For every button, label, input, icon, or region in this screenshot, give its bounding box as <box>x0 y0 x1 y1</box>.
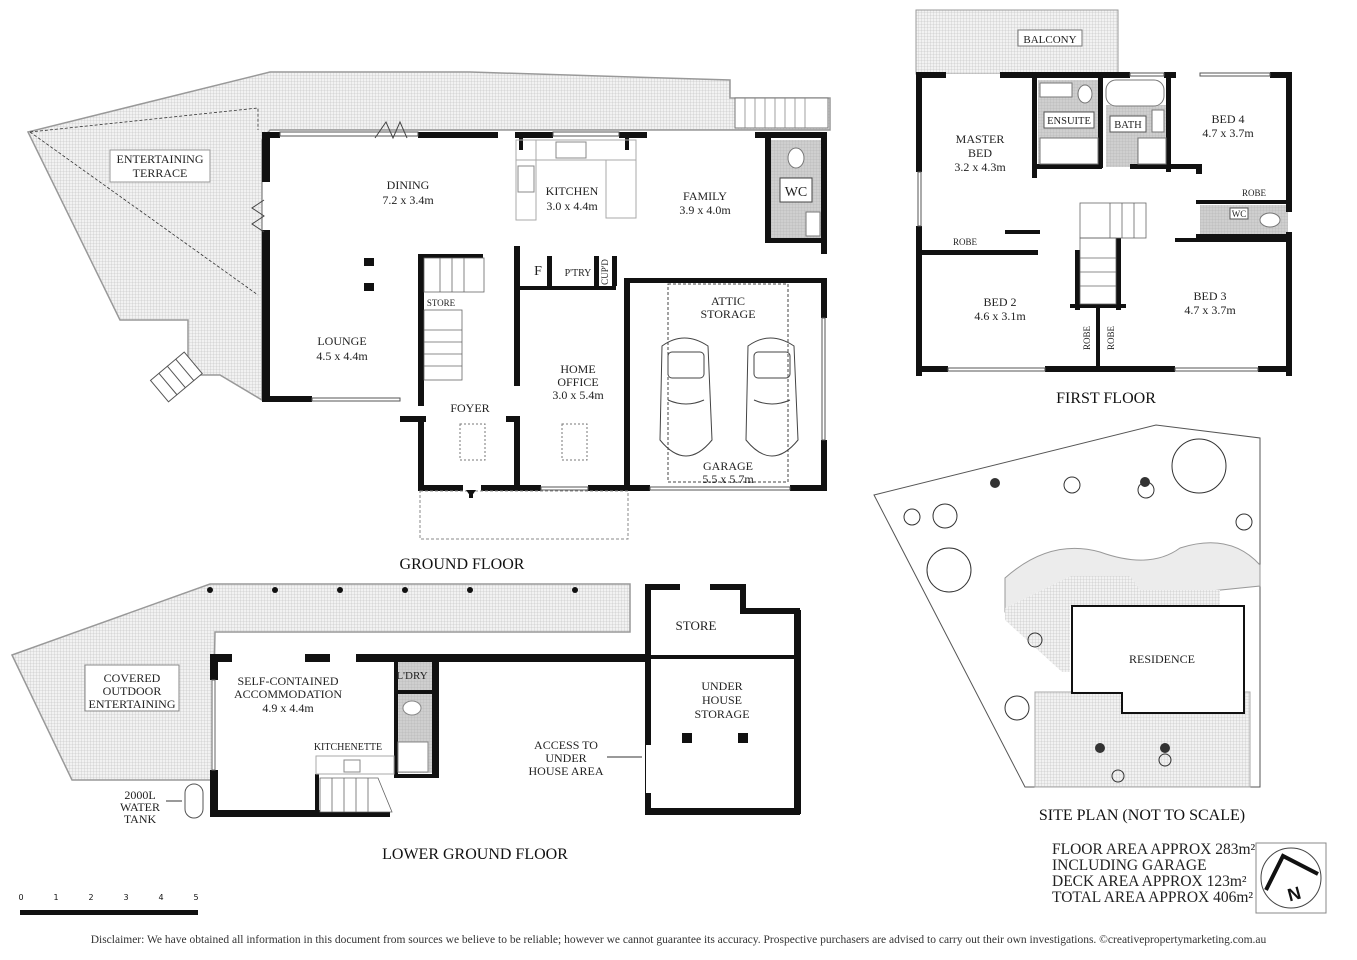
floor-area: FLOOR AREA APPROX 283m² <box>1052 841 1256 858</box>
disclaimer: Disclaimer: We have obtained all informa… <box>90 934 1267 946</box>
robe-label: ROBE <box>1242 188 1267 198</box>
kitchen-label: KITCHEN <box>546 184 599 198</box>
robe-label: ROBE <box>1106 326 1116 351</box>
water-tank-label: 2000L <box>124 788 155 802</box>
svg-text:HOUSE: HOUSE <box>702 693 742 707</box>
master-bed-label: MASTER <box>956 132 1005 146</box>
svg-text:HOUSE AREA: HOUSE AREA <box>528 764 603 778</box>
svg-text:4.6 x 3.1m: 4.6 x 3.1m <box>974 309 1026 323</box>
lounge-label: LOUNGE <box>317 334 366 348</box>
svg-text:3.0 x 5.4m: 3.0 x 5.4m <box>552 388 604 402</box>
bed-4-label: BED 4 <box>1212 112 1245 126</box>
accommodation-label: SELF-CONTAINED <box>237 674 338 688</box>
foyer-label: FOYER <box>450 401 489 415</box>
car-icon <box>659 337 713 457</box>
laundry-label: L'DRY <box>396 670 427 682</box>
covered-outdoor-label: COVERED <box>104 671 161 685</box>
svg-text:4.5 x 4.4m: 4.5 x 4.4m <box>316 349 368 363</box>
svg-text:STORAGE: STORAGE <box>694 707 749 721</box>
residence-footprint <box>1071 605 1245 714</box>
svg-text:STORAGE: STORAGE <box>700 307 755 321</box>
kitchenette-label: KITCHENETTE <box>314 742 382 753</box>
site-plan: RESIDENCE SITE PLAN (NOT TO SCALE) <box>873 424 1261 824</box>
svg-text:3.2 x 4.3m: 3.2 x 4.3m <box>954 160 1006 174</box>
including-garage: INCLUDING GARAGE <box>1052 857 1207 874</box>
svg-text:3.0 x 4.4m: 3.0 x 4.4m <box>546 199 598 213</box>
access-label: ACCESS TO <box>534 738 598 752</box>
covered-outdoor-deck <box>10 583 631 781</box>
balcony-deck <box>915 9 1119 75</box>
svg-text:OFFICE: OFFICE <box>557 375 598 389</box>
under-house-label: UNDER <box>701 679 742 693</box>
svg-text:TERRACE: TERRACE <box>133 166 188 180</box>
store-label: STORE <box>427 298 456 308</box>
home-office-label: HOME <box>560 362 595 376</box>
svg-text:0: 0 <box>18 893 23 902</box>
garage-label: GARAGE <box>703 459 753 473</box>
svg-text:1: 1 <box>53 893 58 902</box>
entry-arrow-icon <box>466 490 476 498</box>
svg-text:UNDER: UNDER <box>545 751 586 765</box>
svg-text:2: 2 <box>88 893 93 902</box>
svg-text:4.7 x 3.7m: 4.7 x 3.7m <box>1202 126 1254 140</box>
svg-text:5: 5 <box>193 893 198 902</box>
pantry-label: P'TRY <box>565 268 592 279</box>
bed-2-label: BED 2 <box>984 295 1017 309</box>
lower-ground-floor-plan: COVERED OUTDOOR ENTERTAINING SELF-CONTAI… <box>10 583 801 863</box>
north-arrow-icon <box>1264 853 1319 891</box>
robe-label: ROBE <box>953 237 978 247</box>
deck-area: DECK AREA APPROX 123m² <box>1052 873 1247 890</box>
lower-ground-title: LOWER GROUND FLOOR <box>382 846 568 863</box>
tree-icon <box>903 438 1253 783</box>
store-label: STORE <box>676 618 717 633</box>
fridge-label: F <box>534 264 542 279</box>
svg-text:WATER: WATER <box>120 800 160 814</box>
svg-text:3: 3 <box>123 893 128 902</box>
water-tank <box>184 783 204 819</box>
north-label: N <box>1285 883 1303 906</box>
svg-text:TANK: TANK <box>124 812 157 826</box>
car-icon <box>745 337 799 457</box>
entertaining-terrace-deck <box>26 71 831 402</box>
svg-text:4: 4 <box>158 893 163 902</box>
svg-text:4.9 x 4.4m: 4.9 x 4.4m <box>262 701 314 715</box>
terrace-label: ENTERTAINING <box>117 152 204 166</box>
first-floor-title: FIRST FLOOR <box>1056 390 1156 407</box>
svg-text:OUTDOOR: OUTDOOR <box>103 684 162 698</box>
family-label: FAMILY <box>683 189 727 203</box>
dining-label: DINING <box>387 178 430 192</box>
ensuite-label: ENSUITE <box>1047 116 1091 127</box>
compass: N <box>1255 842 1327 914</box>
wc-label: WC <box>785 185 808 200</box>
bed-3-label: BED 3 <box>1194 289 1227 303</box>
area-summary: FLOOR AREA APPROX 283m² INCLUDING GARAGE… <box>1052 842 1255 906</box>
svg-text:ACCOMMODATION: ACCOMMODATION <box>234 687 342 701</box>
robe-label: ROBE <box>1082 326 1092 351</box>
shrub-icon <box>990 477 1170 753</box>
wc-label: WC <box>1232 209 1247 219</box>
attic-label: ATTIC <box>711 294 745 308</box>
svg-text:ENTERTAINING: ENTERTAINING <box>89 697 176 711</box>
bath-label: BATH <box>1114 120 1142 131</box>
cupboard-label: CUP'D <box>600 259 610 285</box>
site-plan-title: SITE PLAN (NOT TO SCALE) <box>1039 807 1245 824</box>
svg-text:4.7 x 3.7m: 4.7 x 3.7m <box>1184 303 1236 317</box>
first-floor-plan: BALCONY <box>915 9 1292 407</box>
svg-text:7.2 x 3.4m: 7.2 x 3.4m <box>382 193 434 207</box>
svg-text:3.9 x 4.0m: 3.9 x 4.0m <box>679 203 731 217</box>
ground-floor-plan: ENTERTAINING TERRACE DINING 7.2 x 3.4m K… <box>26 71 831 573</box>
total-area: TOTAL AREA APPROX 406m² <box>1052 889 1254 906</box>
balcony-label: BALCONY <box>1023 34 1076 46</box>
scale-bar: 0 1 2 3 4 5 <box>18 893 199 915</box>
terrace-stairs <box>149 351 203 403</box>
svg-text:5.5 x 5.7m: 5.5 x 5.7m <box>702 472 754 486</box>
svg-text:BED: BED <box>968 146 992 160</box>
ground-floor-title: GROUND FLOOR <box>400 556 525 573</box>
residence-label: RESIDENCE <box>1129 652 1195 666</box>
